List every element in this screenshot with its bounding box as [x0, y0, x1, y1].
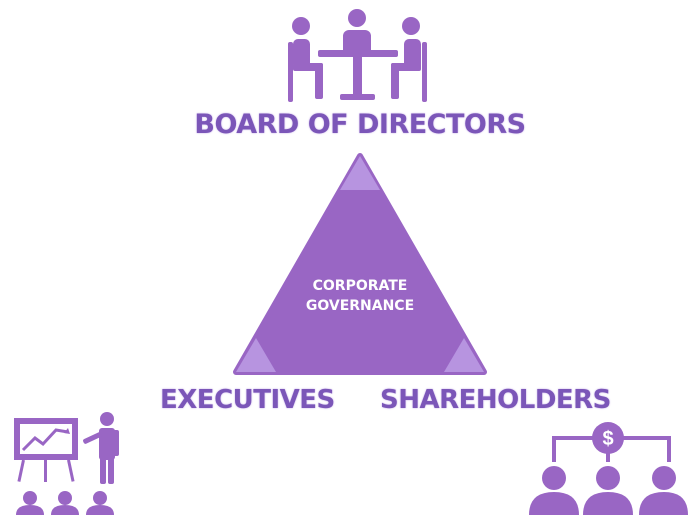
shareholders-label: SHAREHOLDERS	[380, 385, 611, 415]
presentation-icon	[14, 412, 119, 515]
board-meeting-icon	[288, 9, 427, 102]
governance-triangle	[233, 153, 487, 375]
svg-text:$: $	[602, 428, 613, 450]
board-of-directors-label: BOARD OF DIRECTORS	[194, 109, 526, 140]
center-line-1: CORPORATE	[312, 278, 408, 294]
center-line-2: GOVERNANCE	[305, 298, 415, 314]
executives-label: EXECUTIVES	[160, 385, 335, 415]
shareholders-icon: $	[529, 422, 688, 515]
corporate-governance-label: CORPORATE GOVERNANCE	[230, 276, 490, 316]
